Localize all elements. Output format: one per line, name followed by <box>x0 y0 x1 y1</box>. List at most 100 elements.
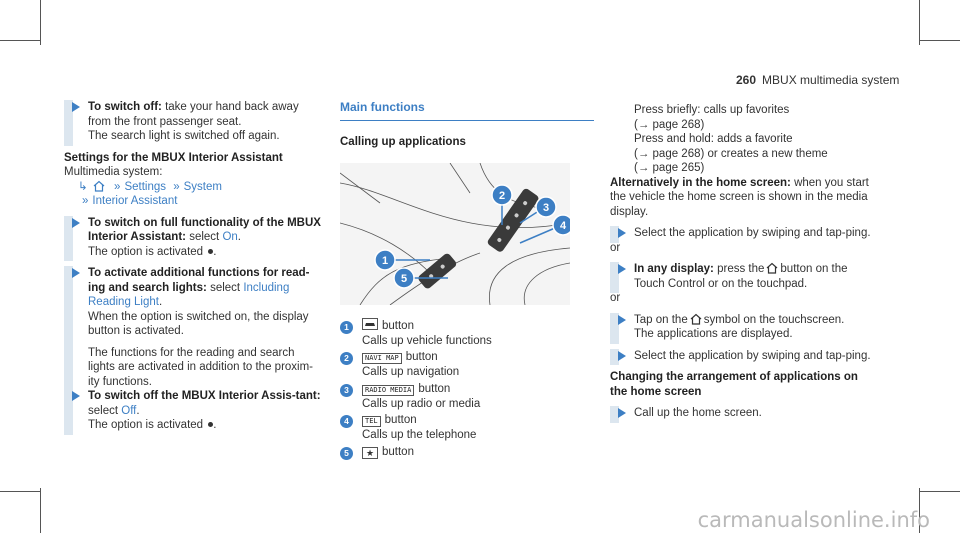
arrangement-heading: Changing the arrangement of applications… <box>610 371 858 398</box>
item-description: Calls up navigation <box>362 366 460 378</box>
item-number: 1 <box>340 320 353 334</box>
step-text: Tap on the <box>634 313 688 326</box>
step-title: To switch on full functionality of the M… <box>88 216 321 244</box>
page-ref[interactable]: (→ page 268) or creates a new theme <box>634 147 828 160</box>
svg-text:2: 2 <box>499 190 505 202</box>
step-title: In any display: <box>634 263 714 275</box>
alternative-paragraph: Alternatively in the home screen: when y… <box>610 176 872 220</box>
step-result: The option is activated <box>88 419 204 431</box>
item-description: Calls up the telephone <box>362 429 477 441</box>
watermark: carmanualsonline.info <box>697 507 930 532</box>
callout-5: 5 <box>393 267 415 289</box>
crop-mark <box>920 40 960 41</box>
home-icon <box>690 313 702 325</box>
crop-mark <box>40 0 41 45</box>
option-on-link[interactable]: On <box>222 231 238 243</box>
item-label: button <box>384 414 417 426</box>
settings-system: Multimedia system: <box>64 166 163 178</box>
settings-heading: Settings for the MBUX Interior Assistant <box>64 151 283 164</box>
page-ref[interactable]: (→ page 265) <box>634 162 705 174</box>
step-text: take your hand back away from the front … <box>88 101 299 128</box>
step-select-app-2: Select the application by swiping and ta… <box>610 348 872 365</box>
svg-text:4: 4 <box>560 220 567 232</box>
step-text: select <box>88 404 119 417</box>
step-text: button on the Touch Control or on the to… <box>634 263 848 290</box>
item-label: button <box>382 319 414 332</box>
step-text: Select the application by swiping and ta… <box>634 227 871 239</box>
item-label: button <box>405 351 438 363</box>
page-ref[interactable]: (→ page 268) <box>634 118 705 131</box>
step-assistant-off: To switch off the MBUX Interior Assis-ta… <box>64 389 322 434</box>
button-list: 1 button Calls up vehicle functions 2 NAVI… <box>340 317 602 460</box>
step-text: When the option is switched on, the disp… <box>88 310 309 338</box>
settings-link[interactable]: Settings <box>124 180 167 193</box>
press-briefly-text: Press briefly: calls up favorites <box>634 104 790 116</box>
or-text: or <box>610 292 621 304</box>
item-number: 2 <box>340 352 353 365</box>
callout-3: 3 <box>535 196 557 218</box>
crop-mark <box>919 0 920 45</box>
option-reading-light-link[interactable]: Including Reading Light <box>88 281 290 309</box>
system-link[interactable]: System <box>183 180 222 193</box>
or-text: or <box>610 241 621 254</box>
svg-text:1: 1 <box>382 255 388 267</box>
step-result: The option is activated <box>88 245 204 258</box>
step-arrow-icon <box>618 228 626 238</box>
option-off-link[interactable]: Off <box>121 404 137 417</box>
step-full-functionality: To switch on full functionality of the M… <box>64 215 322 261</box>
step-arrow-icon <box>618 408 626 418</box>
item-number: 3 <box>340 383 353 397</box>
step-arrow-icon <box>618 264 626 274</box>
crop-mark <box>0 40 40 41</box>
list-item: 5★button <box>340 445 602 460</box>
step-text: press the <box>717 263 765 275</box>
active-dot-icon <box>208 248 214 254</box>
item-number: 4 <box>340 415 353 428</box>
step-tap-home: Tap on the symbol on the touchscreen. The… <box>610 312 872 344</box>
section-title: MBUX multimedia system <box>762 73 900 87</box>
item-description: Calls up vehicle functions <box>362 334 492 347</box>
nav-separator-icon: » <box>114 180 121 193</box>
step-call-home: Call up the home screen. <box>610 406 872 422</box>
step-text: The search light is switched off again. <box>88 130 280 142</box>
step-title: To switch off the MBUX Interior Assis-ta… <box>88 390 321 402</box>
navi-key-icon: NAVI MAP <box>362 353 402 364</box>
step-text: select <box>189 231 220 243</box>
interior-assistant-link[interactable]: Interior Assistant <box>92 195 178 207</box>
nav-separator-icon: » <box>82 195 89 207</box>
page-header: 260 MBUX multimedia system <box>736 73 899 88</box>
crop-mark <box>920 491 960 492</box>
settings-nav-path-2: »Interior Assistant <box>64 194 322 209</box>
crop-mark <box>40 488 41 533</box>
column-left: To switch off: take your hand back away … <box>64 100 322 434</box>
list-item: 1 button <box>340 317 602 334</box>
touch-control-illustration: 1 2 3 4 5 <box>339 162 574 306</box>
step-arrow-icon <box>72 102 80 112</box>
step-title: To activate additional functions for rea… <box>88 267 310 294</box>
callout-2: 2 <box>491 184 513 206</box>
star-key-icon: ★ <box>362 446 378 459</box>
step-text: select <box>210 281 241 294</box>
calling-apps-heading: Calling up applications <box>340 135 466 148</box>
column-middle: Main functions Calling up applications 1… <box>339 100 602 460</box>
step-arrow-icon <box>618 350 626 361</box>
column-right: Press briefly: calls up favorites (→ pag… <box>610 103 872 422</box>
page-number: 260 <box>736 73 757 87</box>
item-label: button <box>382 445 414 458</box>
item-label: button <box>418 382 451 395</box>
step-arrow-icon <box>72 268 80 278</box>
step-text: Call up the home screen. <box>634 407 762 419</box>
favorites-info: Press briefly: calls up favorites (→ pag… <box>610 103 872 176</box>
step-text: symbol on the touchscreen. <box>703 313 845 326</box>
crop-mark <box>919 488 920 533</box>
svg-text:3: 3 <box>543 202 549 214</box>
nav-separator-icon: » <box>173 180 180 193</box>
step-result: The applications are displayed. <box>634 328 793 340</box>
step-title: To switch off: <box>88 101 162 113</box>
step-arrow-icon <box>72 217 80 228</box>
item-description: Calls up radio or media <box>362 397 481 410</box>
